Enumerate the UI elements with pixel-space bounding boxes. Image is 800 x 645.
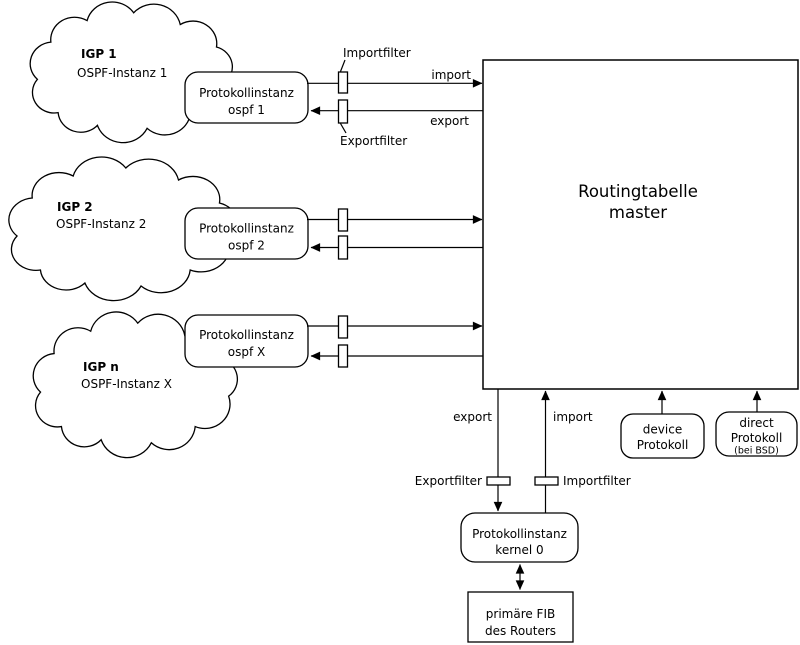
routing-table-box — [482, 59, 799, 390]
cloud-2-subtitle: OSPF-Instanz 2 — [56, 217, 146, 231]
kernel-box-line2: kernel 0 — [495, 543, 543, 557]
protocol-box-ospf-x — [184, 314, 309, 368]
exportfilter-rect-1 — [337, 99, 349, 124]
cloud-2-title: IGP 2 — [57, 200, 93, 214]
kernel-box-line1: Protokollinstanz — [472, 527, 567, 541]
routing-table-line2: master — [609, 203, 667, 222]
protocol-box-3-line1: Protokollinstanz — [199, 328, 294, 342]
direct-box-line2: Protokoll — [731, 431, 783, 445]
direct-box-line1: direct — [739, 416, 774, 430]
protocol-box-ospf-2 — [184, 207, 309, 260]
fib-box-line2: des Routers — [485, 624, 556, 638]
import-flow-label: import — [431, 68, 471, 82]
device-box-line2: Protokoll — [637, 438, 689, 452]
protocol-box-1-line1: Protokollinstanz — [199, 86, 294, 100]
exportfilter-rect-3 — [337, 344, 349, 368]
routing-table-line1: Routingtabelle — [578, 182, 698, 201]
importfilter-rect-2 — [337, 208, 349, 232]
exportfilter-rect-2 — [337, 235, 349, 260]
kernel-exportfilter-label: Exportfilter — [415, 474, 482, 488]
kernel-import-label: import — [553, 410, 593, 424]
direct-box-line3: (bei BSD) — [734, 446, 779, 457]
importfilter-rect-3 — [337, 315, 349, 339]
device-box-line1: device — [643, 423, 682, 437]
protocol-box-1-line2: ospf 1 — [228, 103, 265, 117]
cloud-3-title: IGP n — [83, 360, 119, 374]
fib-box-line1: primäre FIB — [486, 607, 555, 621]
protocol-box-2-line1: Protokollinstanz — [199, 222, 294, 236]
exportfilter-label-top: Exportfilter — [340, 134, 407, 148]
cloud-igp-1 — [30, 2, 232, 143]
importfilter-tick-1 — [339, 59, 346, 72]
export-flow-label: export — [430, 114, 469, 128]
cloud-1-subtitle: OSPF-Instanz 1 — [77, 66, 167, 80]
kernel-export-label: export — [453, 410, 492, 424]
importfilter-label-top: Importfilter — [343, 46, 411, 60]
protocol-box-2-line2: ospf 2 — [228, 239, 265, 253]
fib-box — [467, 591, 574, 643]
protocol-box-3-line2: ospf X — [228, 345, 265, 359]
kernel-protocol-box — [460, 512, 579, 563]
exportfilter-tick-1 — [339, 123, 347, 134]
cloud-1-title: IGP 1 — [81, 47, 117, 61]
importfilter-rect-1 — [337, 71, 349, 94]
cloud-3-subtitle: OSPF-Instanz X — [81, 377, 172, 391]
protocol-box-ospf-1 — [184, 71, 309, 124]
kernel-importfilter-label: Importfilter — [563, 474, 631, 488]
kernel-exportfilter-rect — [486, 476, 511, 486]
kernel-importfilter-rect — [534, 476, 559, 486]
